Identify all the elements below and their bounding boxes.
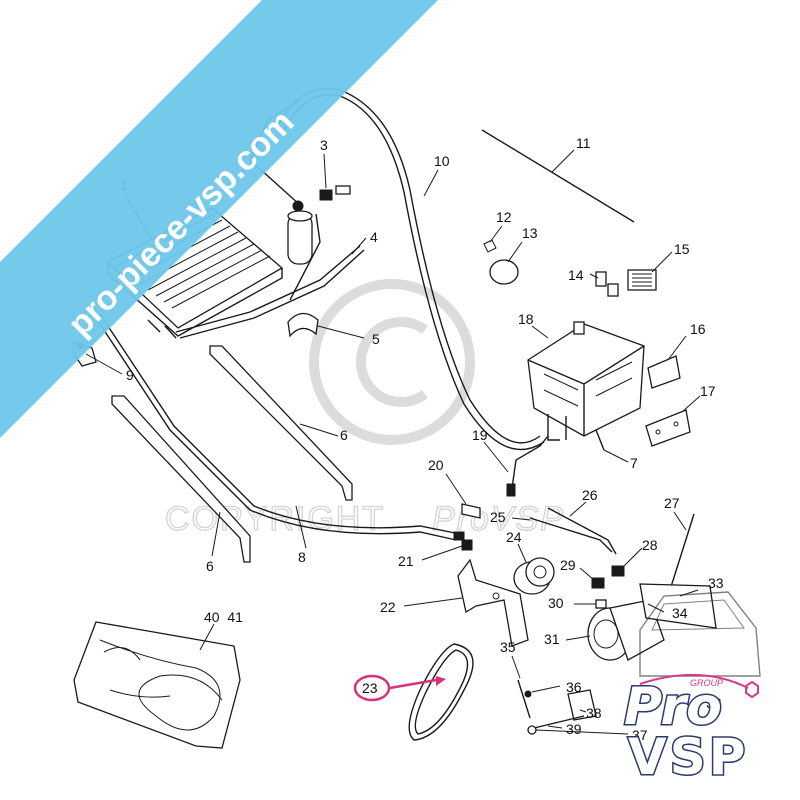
label-39: 39 xyxy=(566,721,582,737)
label-14: 14 xyxy=(568,267,584,283)
label-26: 26 xyxy=(582,487,598,503)
label-33: 33 xyxy=(708,575,724,591)
part-7-pipe xyxy=(595,429,605,451)
label-8: 8 xyxy=(298,549,306,565)
part-39-bolt xyxy=(533,715,585,729)
part-22-bracket xyxy=(457,558,529,647)
part-33-34-bracket xyxy=(639,583,717,629)
label-37: 37 xyxy=(632,727,648,743)
provsp-logo: GROUP Pro VSP xyxy=(623,673,759,788)
label-36: 36 xyxy=(566,679,582,695)
label-18: 18 xyxy=(518,311,534,327)
part-40-41-wiring-harness xyxy=(73,621,241,749)
car-sketch xyxy=(639,591,761,677)
label-9: 9 xyxy=(126,367,134,383)
part-5-clamp xyxy=(287,312,319,338)
label-40-41: 40 41 xyxy=(204,609,243,625)
copyright-watermark: COPYRIGHT ProVSP xyxy=(164,279,564,539)
label-6-lower: 6 xyxy=(206,558,214,574)
label-22: 22 xyxy=(380,599,396,615)
part-29-fitting xyxy=(591,577,605,589)
part-23-belt xyxy=(408,643,474,741)
part-17-plate xyxy=(645,409,691,447)
label-32: 32 xyxy=(706,695,722,711)
label-38: 38 xyxy=(586,705,602,721)
hexagon-icon xyxy=(745,680,759,699)
part-24-pulley xyxy=(513,557,555,595)
label-12: 12 xyxy=(496,209,512,225)
part-25-hose xyxy=(529,517,613,553)
label-24: 24 xyxy=(506,529,522,545)
label-5: 5 xyxy=(372,331,380,347)
part-19-hose xyxy=(511,435,549,489)
part-38-tensioner xyxy=(567,689,597,721)
label-4: 4 xyxy=(370,229,378,245)
part-12-washer xyxy=(483,239,497,253)
part-16-duct xyxy=(647,355,681,389)
part-number-labels: 1 3 4 5 6 6 7 8 9 10 11 12 13 14 15 16 1… xyxy=(120,135,724,743)
label-17: 17 xyxy=(700,383,716,399)
part-20-clip xyxy=(461,503,481,519)
watermark-banner: pro-piece-vsp.com xyxy=(0,0,438,438)
part-30-fitting xyxy=(595,599,607,609)
label-21: 21 xyxy=(398,553,414,569)
label-20: 20 xyxy=(428,457,444,473)
part-21-bolt xyxy=(461,539,473,551)
logo-group-label: GROUP xyxy=(690,678,723,688)
part-14-clips xyxy=(595,271,619,297)
part-35-bolt xyxy=(517,679,531,719)
part-37-nut xyxy=(527,725,537,735)
label-19: 19 xyxy=(472,427,488,443)
label-13: 13 xyxy=(522,225,538,241)
part-15-resistor xyxy=(627,269,657,291)
label-15: 15 xyxy=(674,241,690,257)
leader-lines xyxy=(85,149,701,735)
label-3: 3 xyxy=(320,137,328,153)
label-10: 10 xyxy=(434,153,450,169)
label-27: 27 xyxy=(664,495,680,511)
part-36-washer xyxy=(524,690,532,698)
label-31: 31 xyxy=(544,631,560,647)
label-34: 34 xyxy=(672,605,688,621)
label-7: 7 xyxy=(630,455,638,471)
logo-vsp-text: VSP xyxy=(628,728,748,786)
label-11: 11 xyxy=(576,135,591,151)
label-30: 30 xyxy=(548,595,564,611)
part-27-rod xyxy=(661,513,695,595)
part-19-fitting xyxy=(506,483,516,497)
part-8-hose xyxy=(95,313,465,541)
label-23: 23 xyxy=(362,680,378,696)
label-16: 16 xyxy=(690,321,706,337)
label-25: 25 xyxy=(490,509,506,525)
label-29: 29 xyxy=(560,557,576,573)
label-28: 28 xyxy=(642,537,658,553)
part-11-rod xyxy=(481,129,635,223)
part-26-hose xyxy=(547,507,617,555)
part-3-pressure-switch xyxy=(319,185,351,201)
label-6-upper: 6 xyxy=(340,427,348,443)
part-13-cap xyxy=(489,259,519,285)
logo-pro-text: Pro xyxy=(624,677,722,737)
highlight-callout-23: 23 xyxy=(353,674,446,702)
label-35: 35 xyxy=(500,639,516,655)
part-18-evaporator-unit xyxy=(527,321,645,441)
part-28-fitting xyxy=(611,565,625,577)
part-4-hose xyxy=(175,213,365,339)
part-6-support-rails xyxy=(111,345,353,563)
